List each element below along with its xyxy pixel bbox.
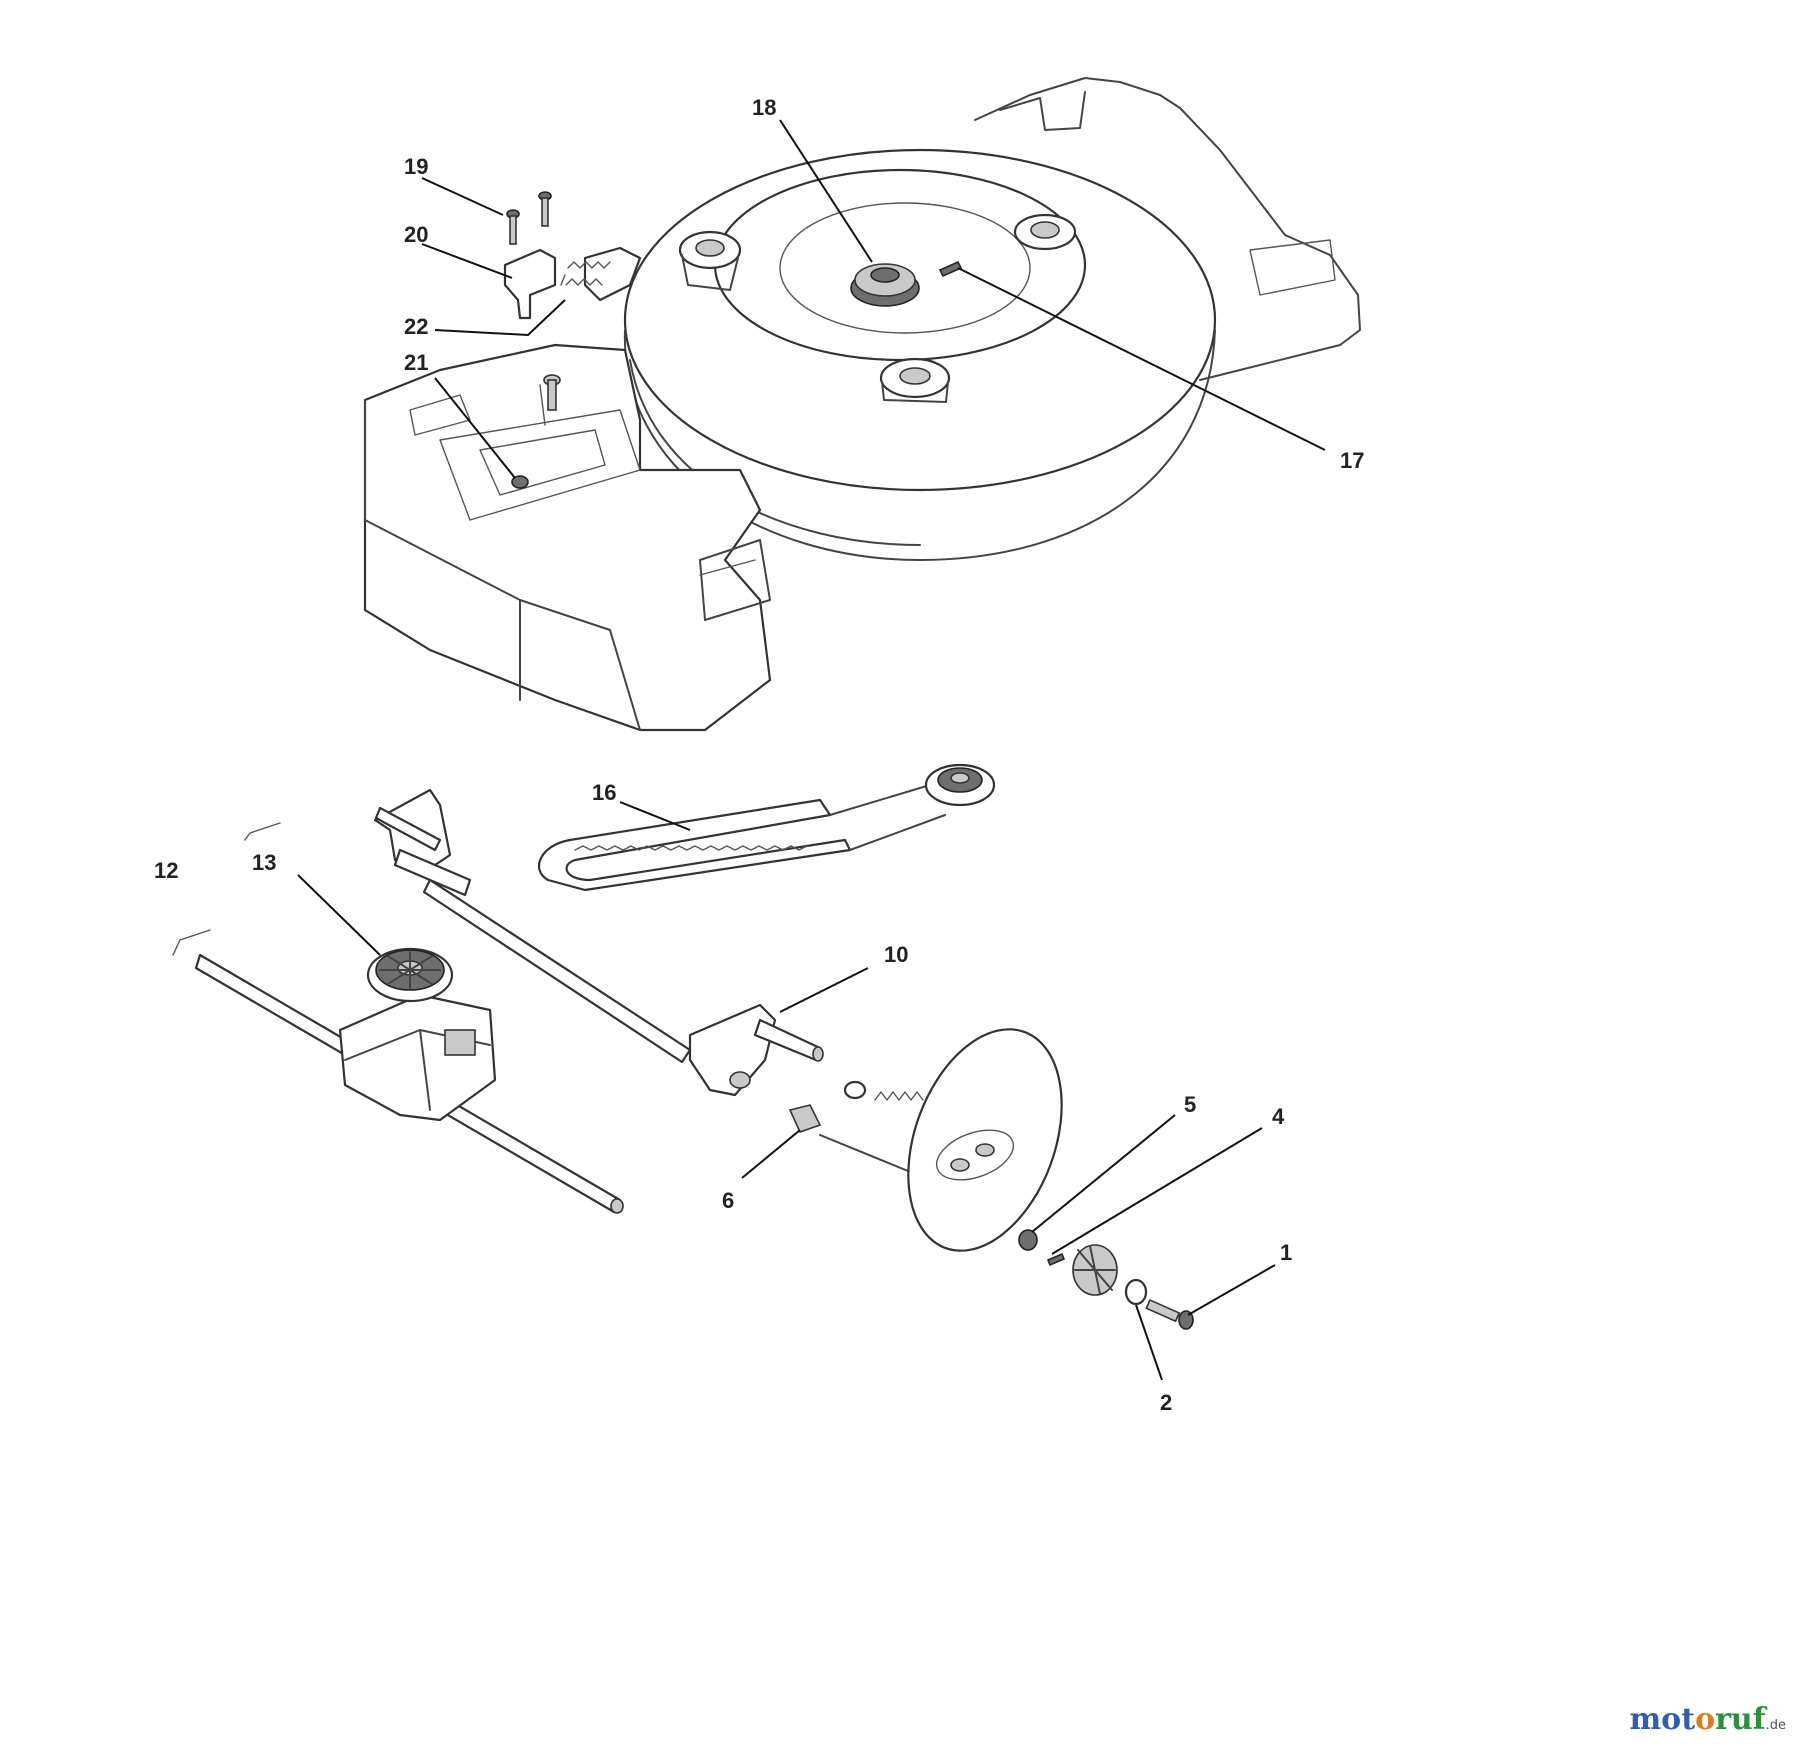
leader-22: [434, 299, 566, 337]
callout-21: 21: [404, 350, 428, 375]
blade-spindle-adapter: [850, 263, 920, 307]
washer: [843, 1080, 867, 1100]
callout-17: 17: [1340, 448, 1364, 473]
callout-labels: 19 20 22 21 18 17 16 12 13 10 6 5 4 1 2: [154, 95, 1364, 1415]
axle-bushing: [788, 1104, 822, 1133]
gearbox-pulley: [366, 947, 454, 1003]
mower-deck: [363, 77, 1361, 732]
wheel-washer: [1124, 1278, 1148, 1306]
callout-6: 6: [722, 1188, 734, 1213]
watermark-part3: ruf: [1715, 1702, 1766, 1737]
bracket-bolt: [538, 191, 552, 227]
deck-boss: [1013, 213, 1077, 251]
watermark-part2: o: [1695, 1702, 1716, 1737]
deck-boss: [879, 357, 951, 403]
callout-4: 4: [1272, 1104, 1285, 1129]
watermark-logo: motoruf.de: [1629, 1702, 1786, 1737]
spindle-key: [938, 260, 963, 278]
leader-19: [421, 177, 504, 216]
callout-1: 1: [1280, 1240, 1292, 1265]
leader-5: [1031, 1114, 1176, 1233]
wheel-spring: [874, 1091, 924, 1101]
leader-13: [297, 874, 381, 956]
bracket-bolt: [506, 209, 520, 245]
leader-20: [421, 243, 513, 279]
leader-21: [434, 377, 516, 479]
callout-5: 5: [1184, 1092, 1196, 1117]
leader-18: [779, 119, 873, 263]
belt-pulley: [924, 763, 996, 807]
deck-nut: [511, 475, 529, 489]
wheel-bolt: [1145, 1298, 1194, 1330]
spacer-washer: [1018, 1229, 1038, 1251]
roll-pin: [1046, 1252, 1066, 1267]
deck-boss: [678, 230, 742, 291]
callout-22: 22: [404, 314, 428, 339]
drive-belt: [537, 784, 946, 892]
callout-2: 2: [1160, 1390, 1172, 1415]
watermark-tld: .de: [1765, 1718, 1786, 1733]
leader-17: [957, 267, 1326, 451]
callout-19: 19: [404, 154, 428, 179]
drive-assembly: [172, 763, 1194, 1330]
leader-lines: [297, 119, 1326, 1381]
callout-18: 18: [752, 95, 776, 120]
gearbox: [338, 993, 497, 1122]
watermark-part1: mot: [1629, 1702, 1696, 1737]
drive-lever: [688, 1003, 824, 1097]
leader-6: [741, 1129, 801, 1179]
callout-16: 16: [592, 780, 616, 805]
callout-10: 10: [884, 942, 908, 967]
leader-10: [779, 967, 869, 1013]
cable-bracket: [503, 246, 642, 320]
callout-20: 20: [404, 222, 428, 247]
leader-2: [1135, 1304, 1163, 1381]
wheel-disc: [907, 1028, 1063, 1252]
callout-13: 13: [252, 850, 276, 875]
leader-4: [1051, 1127, 1263, 1255]
pinion-gear: [1072, 1244, 1118, 1296]
leader-16: [619, 801, 691, 831]
control-rod: [422, 878, 692, 1064]
callout-12: 12: [154, 858, 178, 883]
deck-front-chassis: [363, 343, 772, 732]
leader-1: [1187, 1264, 1276, 1316]
return-spring: [560, 261, 611, 286]
